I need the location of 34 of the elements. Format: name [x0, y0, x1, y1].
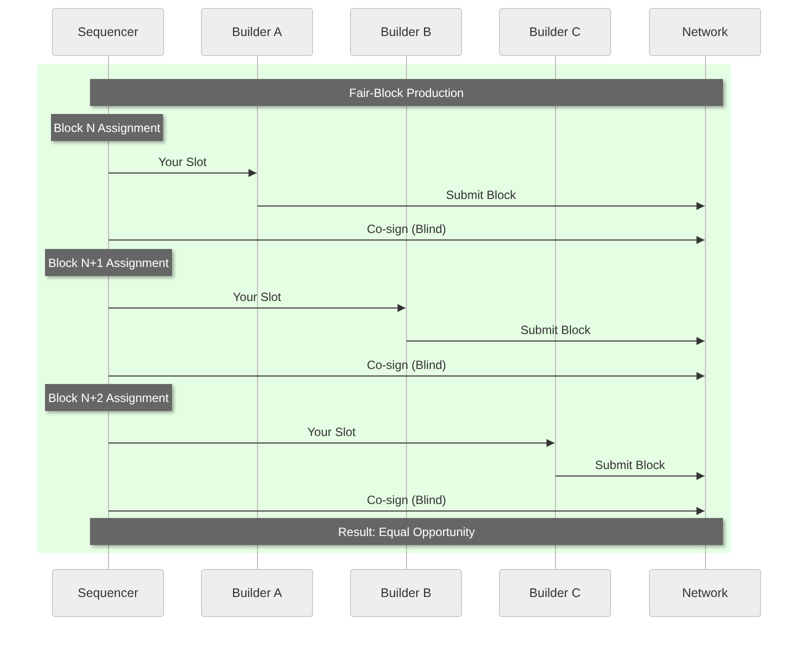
note-box: Block N Assignment [51, 114, 163, 141]
participant-box: Builder C [499, 569, 611, 617]
edge-label: Your Slot [307, 425, 356, 439]
participant-box: Builder B [350, 8, 462, 56]
edge-label: Your Slot [232, 290, 282, 304]
participant-box: Builder B [350, 569, 462, 617]
edge-label: Co-sign (Blind) [366, 222, 446, 236]
participant-box: Builder A [201, 8, 313, 56]
message-arrow [108, 439, 555, 447]
participant-box: Sequencer [52, 8, 164, 56]
note-box: Block N+1 Assignment [45, 249, 172, 276]
edge-label: Submit Block [520, 323, 591, 337]
message-arrow [108, 507, 705, 515]
edge-label: Submit Block [594, 458, 666, 472]
message-arrow [108, 372, 705, 380]
highlight-region [37, 64, 731, 553]
message-arrow [555, 472, 705, 480]
message-arrow [108, 236, 705, 244]
edge-label: Co-sign (Blind) [366, 493, 446, 507]
note-box: Block N+2 Assignment [45, 384, 172, 411]
edge-label: Co-sign (Blind) [366, 358, 446, 372]
message-arrow [406, 337, 705, 345]
participant-box: Builder A [201, 569, 313, 617]
participant-box: Network [649, 569, 761, 617]
note-banner: Fair-Block Production [90, 79, 723, 106]
participant-box: Sequencer [52, 569, 164, 617]
edge-label: Submit Block [446, 188, 516, 202]
participant-box: Builder C [499, 8, 611, 56]
message-arrow [108, 304, 406, 312]
message-arrow [108, 169, 257, 177]
participant-box: Network [649, 8, 761, 56]
note-banner: Result: Equal Opportunity [90, 518, 723, 545]
edge-label: Your Slot [158, 155, 207, 169]
message-arrow [257, 202, 705, 210]
